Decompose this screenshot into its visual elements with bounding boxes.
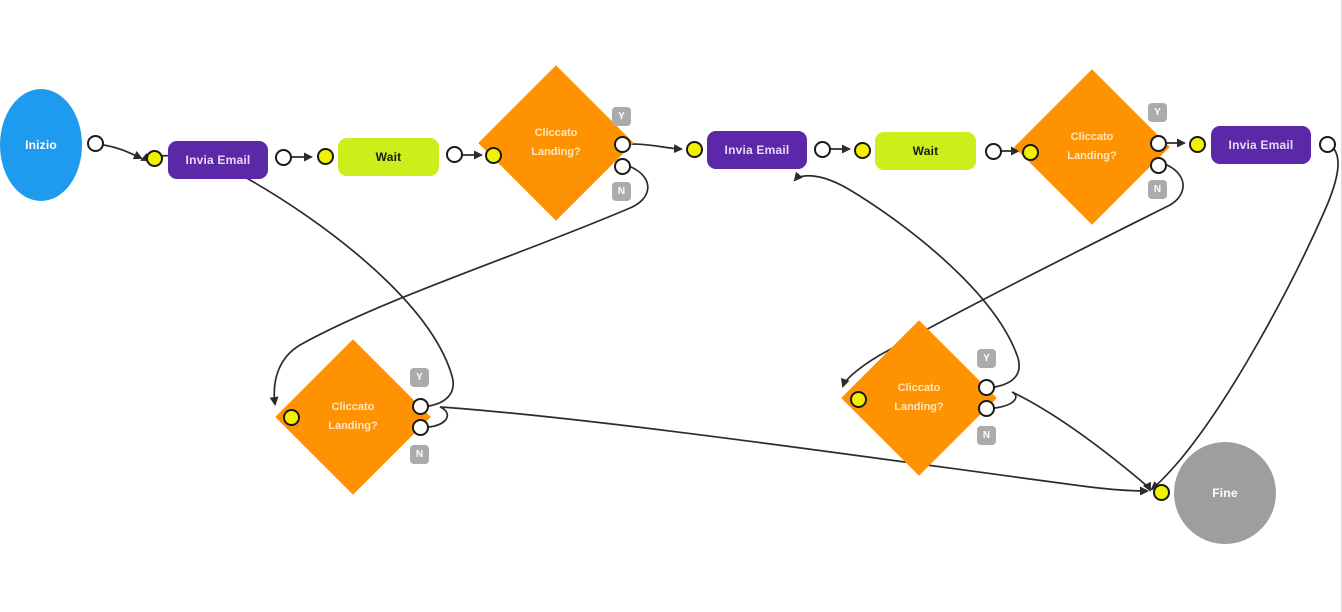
port-input-connector[interactable] <box>850 391 867 408</box>
port-input-connector[interactable] <box>1153 484 1170 501</box>
port-output-connector[interactable] <box>985 143 1002 160</box>
port-output-connector[interactable] <box>1150 157 1167 174</box>
edge[interactable] <box>1150 144 1339 491</box>
port-output-connector[interactable] <box>275 149 292 166</box>
port-output-connector[interactable] <box>87 135 104 152</box>
node-wait[interactable]: Wait <box>875 132 976 170</box>
node-label: Invia Email <box>185 153 251 167</box>
branch-badge-y: Y <box>977 349 996 368</box>
node-send-email[interactable]: Invia Email <box>168 141 268 179</box>
edge[interactable] <box>630 143 683 154</box>
branch-badge-y: Y <box>410 368 429 387</box>
node-send-email[interactable]: Invia Email <box>707 131 807 169</box>
port-output-connector[interactable] <box>814 141 831 158</box>
port-input-connector[interactable] <box>485 147 502 164</box>
node-wait[interactable]: Wait <box>338 138 439 176</box>
port-input-connector[interactable] <box>1189 136 1206 153</box>
branch-badge-y: Y <box>1148 103 1167 122</box>
branch-badge-n: N <box>1148 180 1167 199</box>
branch-badge-n: N <box>977 426 996 445</box>
port-output-connector[interactable] <box>412 419 429 436</box>
node-label: Inizio <box>25 138 57 152</box>
port-input-connector[interactable] <box>686 141 703 158</box>
node-label: Wait <box>375 150 402 164</box>
branch-badge-y: Y <box>612 107 631 126</box>
node-label: Invia Email <box>1228 138 1294 152</box>
node-label: Wait <box>912 144 939 158</box>
port-input-connector[interactable] <box>146 150 163 167</box>
node-label: Invia Email <box>724 143 790 157</box>
edge[interactable] <box>994 391 1151 492</box>
node-label: Fine <box>1212 486 1238 500</box>
port-output-connector[interactable] <box>446 146 463 163</box>
port-output-connector[interactable] <box>614 136 631 153</box>
diamond-shape <box>478 65 634 221</box>
node-end[interactable]: Fine <box>1174 442 1276 544</box>
port-input-connector[interactable] <box>283 409 300 426</box>
port-input-connector[interactable] <box>854 142 871 159</box>
port-input-connector[interactable] <box>317 148 334 165</box>
port-output-connector[interactable] <box>1319 136 1336 153</box>
port-output-connector[interactable] <box>412 398 429 415</box>
port-input-connector[interactable] <box>1022 144 1039 161</box>
branch-badge-n: N <box>612 182 631 201</box>
port-output-connector[interactable] <box>1150 135 1167 152</box>
port-output-connector[interactable] <box>978 400 995 417</box>
branch-badge-n: N <box>410 445 429 464</box>
port-output-connector[interactable] <box>614 158 631 175</box>
node-start[interactable]: Inizio <box>0 89 82 201</box>
edge[interactable] <box>428 406 1149 496</box>
node-send-email[interactable]: Invia Email <box>1211 126 1311 164</box>
port-output-connector[interactable] <box>978 379 995 396</box>
